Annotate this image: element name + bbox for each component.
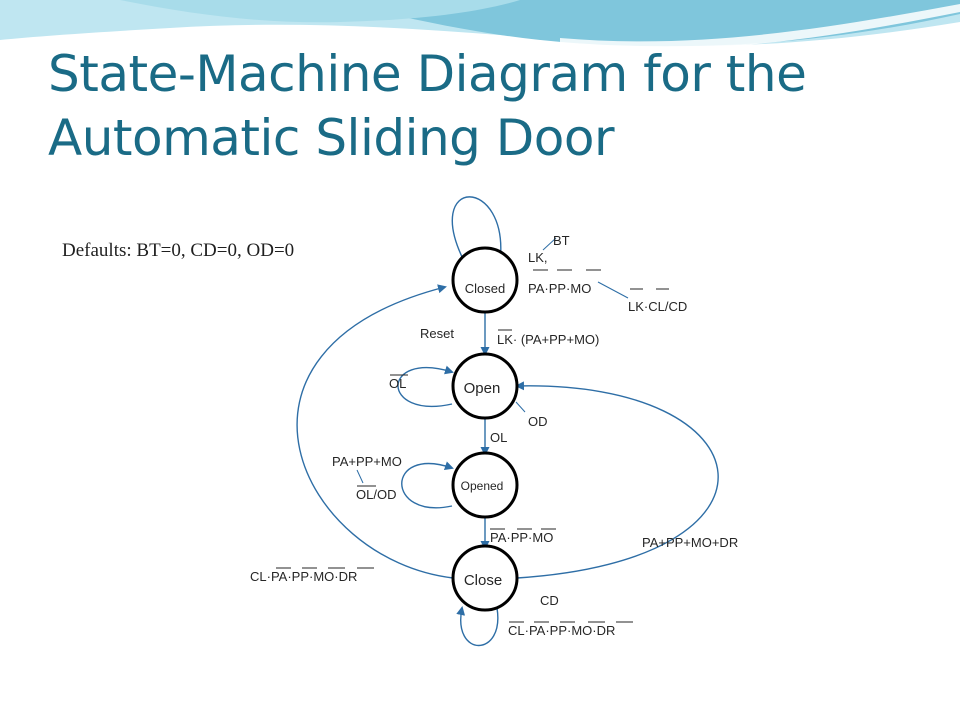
closed-self-loop <box>451 196 506 264</box>
od-connector <box>515 401 526 413</box>
lk-cl-cd-connector <box>597 281 629 299</box>
label-pa-pp-mo-prod: PA·PP·MO <box>490 530 553 545</box>
state-open-label: Open <box>464 380 501 397</box>
label-lk: LK, <box>528 250 548 265</box>
wave-white-streak-2 <box>0 31 400 50</box>
label-lk-cl-cd: LK·CL/CD <box>628 299 687 314</box>
label-lk-sum: LK· (PA+PP+MO) <box>497 332 599 347</box>
label-od: OD <box>528 414 548 429</box>
state-close-label: Close <box>464 572 502 589</box>
bt-connector <box>542 237 557 251</box>
state-opened-label: Opened <box>461 479 504 493</box>
slide-title: State-Machine Diagram for the Automatic … <box>48 45 807 167</box>
label-cl-left: CL·PA·PP·MO·DR <box>250 569 357 584</box>
label-cl-bottom: CL·PA·PP·MO·DR <box>508 623 615 638</box>
state-close-circle <box>451 544 519 612</box>
open-self-loop <box>397 365 454 407</box>
label-cd: CD <box>540 593 559 608</box>
label-pa-pp-mo-sum: PA+PP+MO <box>332 454 402 469</box>
state-opened-circle <box>451 451 519 519</box>
label-ol-od: OL/OD <box>356 487 396 502</box>
close-to-open-arrow <box>515 381 719 579</box>
label-ol-bar: OL <box>389 376 406 391</box>
state-closed-circle <box>451 246 519 314</box>
close-to-closed-arrow <box>296 284 454 579</box>
label-pa-pp-mo: PA·PP·MO <box>528 281 591 296</box>
state-open-circle <box>451 352 519 420</box>
label-bt: BT <box>553 233 570 248</box>
state-closed-label: Closed <box>465 281 505 296</box>
ol-od-connector <box>356 469 364 484</box>
wave-band-front <box>120 0 520 23</box>
label-reset: Reset <box>420 326 454 341</box>
wave-white-streak <box>560 4 960 50</box>
label-pa-pp-mo-dr: PA+PP+MO+DR <box>642 535 738 550</box>
close-self-loop <box>456 606 499 646</box>
opened-self-loop <box>401 461 454 509</box>
label-ol: OL <box>490 430 507 445</box>
defaults-text: Defaults: BT=0, CD=0, OD=0 <box>62 240 295 261</box>
